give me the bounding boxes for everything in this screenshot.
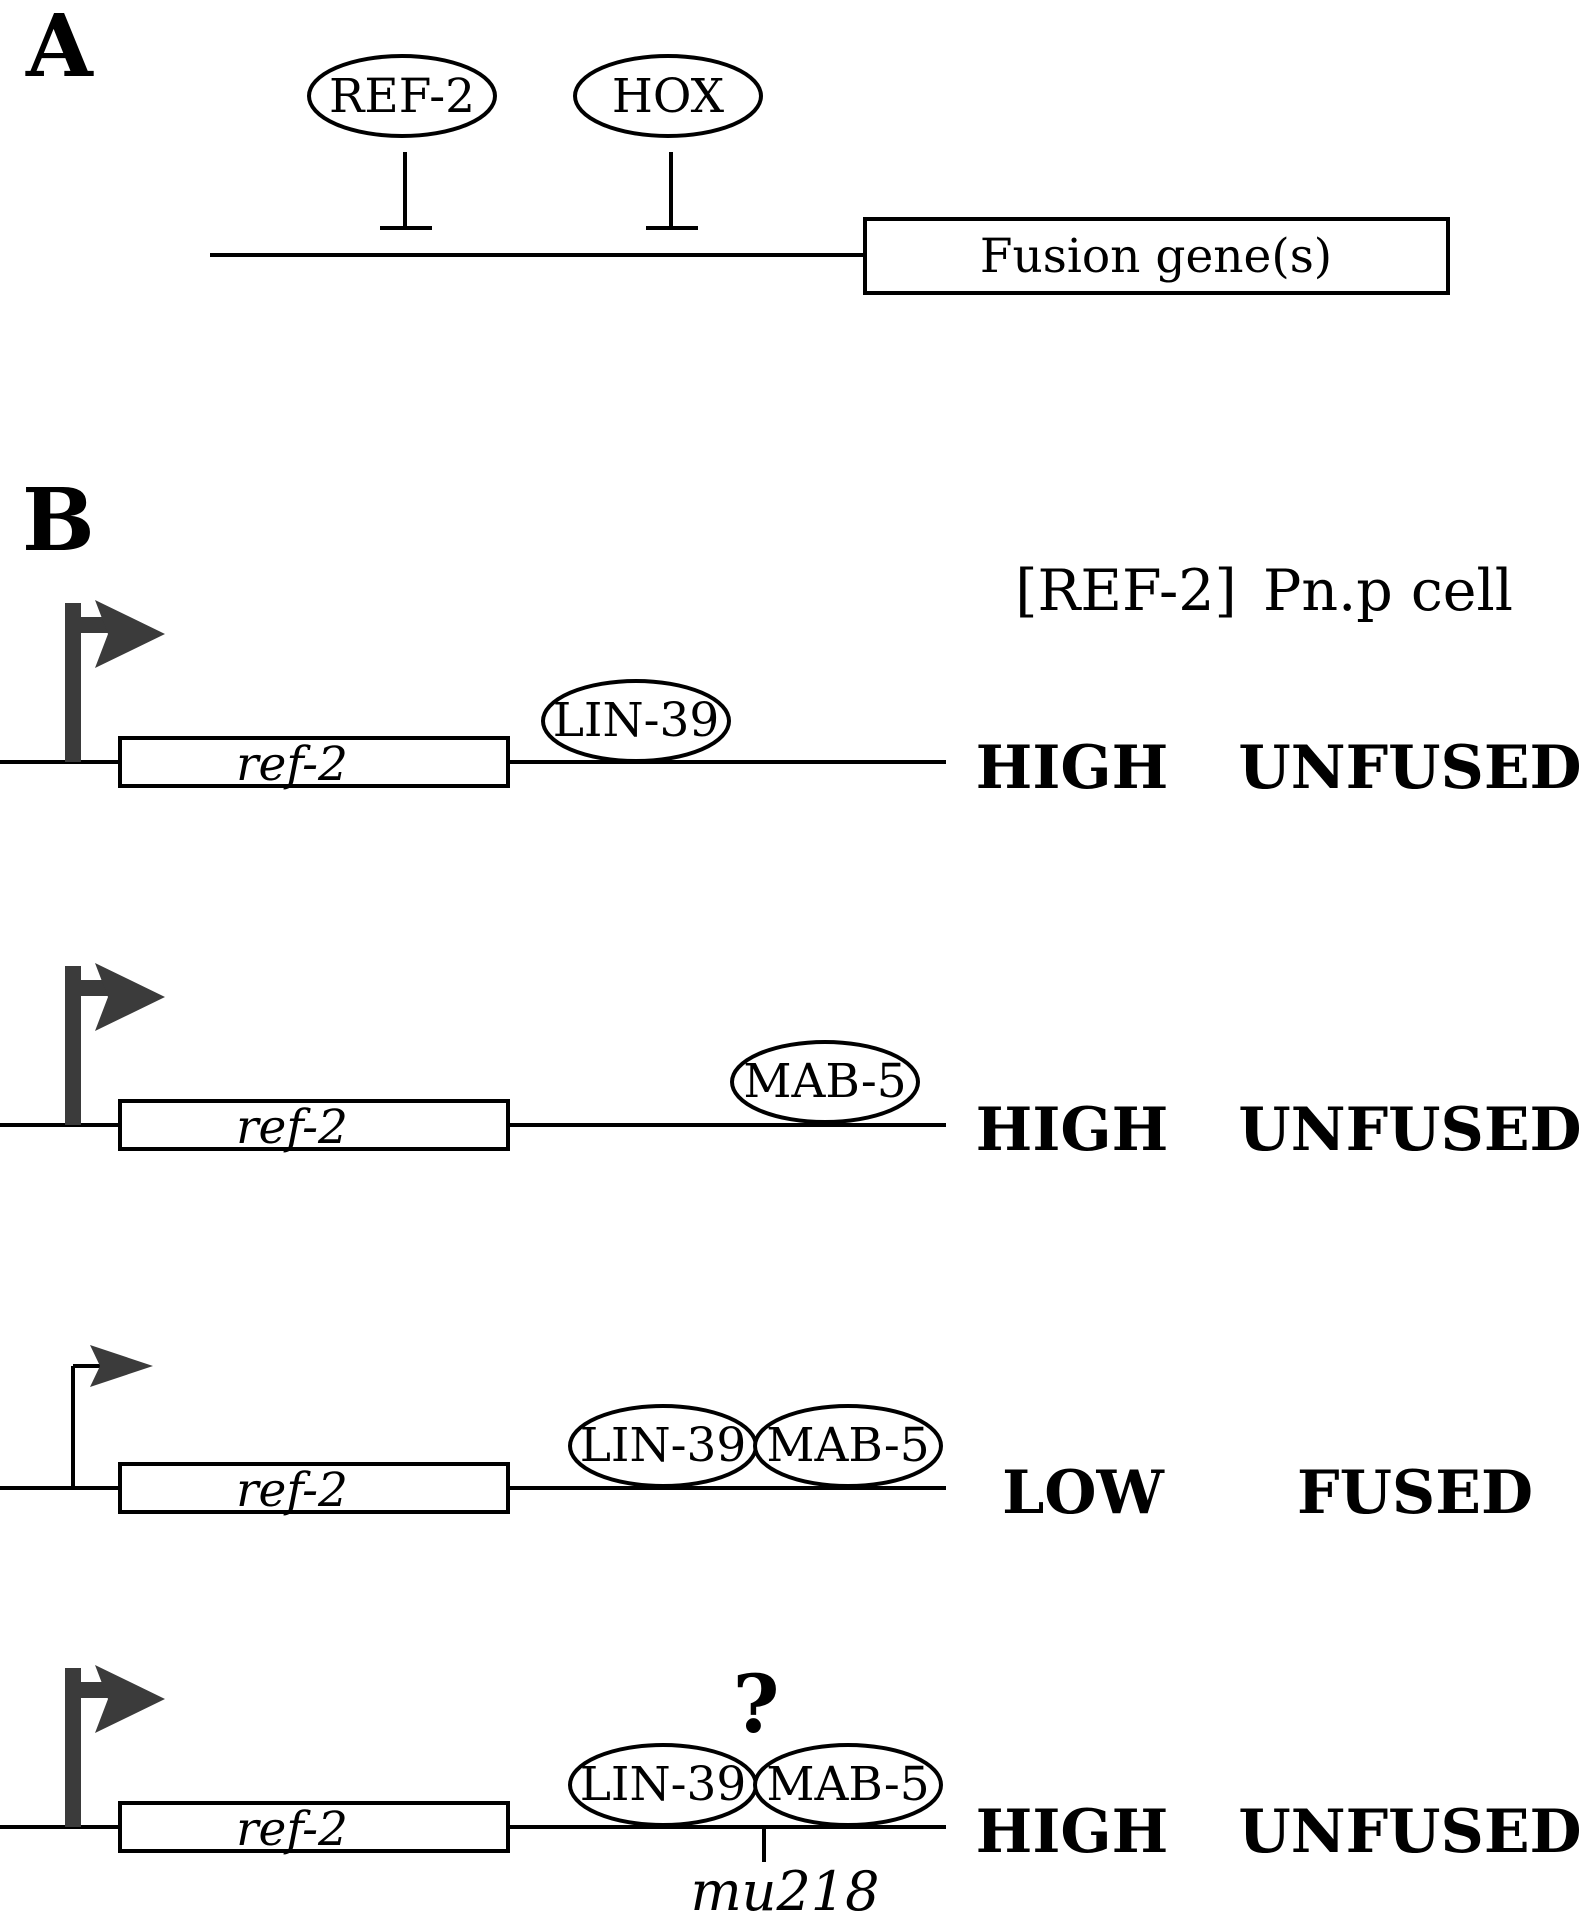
pnp-cell-header: Pn.p cell [1263, 558, 1513, 624]
panel-b-label: B [22, 470, 95, 571]
row-4-mab5-label: MAB-5 [766, 1757, 929, 1812]
row-2: ref-2 MAB-5 HIGH UNFUSED [0, 963, 1582, 1165]
row-3-lin39-label: LIN-39 [580, 1418, 747, 1473]
panel-b: B [REF-2] Pn.p cell ref-2 LIN-39 HIGH UN… [0, 470, 1582, 1920]
ref2-regulator-oval [307, 54, 497, 138]
ref2-regulator-label: REF-2 [329, 69, 475, 124]
row-4-mab5-oval [753, 1743, 943, 1827]
row-1-cell-state: UNFUSED [1238, 733, 1581, 803]
row-1-promoter-strong [65, 603, 81, 762]
row-3-mab5-label: MAB-5 [766, 1418, 929, 1473]
row-2-promoter-strong [65, 966, 81, 1125]
row-4-lin39-label: LIN-39 [580, 1757, 747, 1812]
panel-a: A REF-2 HOX Fusion gene(s) [25, 0, 1450, 295]
row-1-lin39-label: LIN-39 [553, 693, 720, 748]
row-2-mab5-oval [730, 1040, 920, 1124]
row-2-mab5-label: MAB-5 [743, 1054, 906, 1109]
row-3-ref2-gene-label: ref-2 [236, 1463, 348, 1518]
row-4-promoter-strong [65, 1668, 81, 1827]
hox-regulator-label: HOX [612, 69, 725, 124]
row-2-level: HIGH [976, 1095, 1169, 1165]
row-3-level: LOW [1002, 1458, 1165, 1528]
row-4-level: HIGH [976, 1797, 1169, 1867]
row-4-ref2-gene-label: ref-2 [236, 1802, 348, 1857]
panel-a-label: A [25, 0, 94, 97]
fusion-gene-box [863, 217, 1450, 295]
row-3-promoter-arrow-icon [90, 1345, 153, 1387]
row-1: ref-2 LIN-39 HIGH UNFUSED [0, 600, 1582, 803]
row-4: ref-2 LIN-39 MAB-5 ? mu218 HIGH UNFUSED [0, 1657, 1582, 1920]
row-3-mab5-oval [753, 1404, 943, 1488]
fusion-gene-label: Fusion gene(s) [980, 229, 1332, 284]
hox-regulator-oval [573, 54, 763, 138]
row-2-promoter-arrow-icon [95, 963, 165, 1031]
row-3: ref-2 LIN-39 MAB-5 LOW FUSED [0, 1345, 1533, 1528]
row-1-ref2-gene-box [118, 736, 510, 788]
row-3-ref2-gene-box [118, 1462, 510, 1514]
row-4-query-mark: ? [733, 1657, 780, 1751]
row-1-lin39-oval [541, 679, 731, 763]
row-1-ref2-gene-label: ref-2 [236, 737, 348, 792]
row-2-ref2-gene-label: ref-2 [236, 1100, 348, 1155]
row-4-cell-state: UNFUSED [1238, 1797, 1581, 1867]
row-1-promoter-arrow-icon [95, 600, 165, 668]
row-2-cell-state: UNFUSED [1238, 1095, 1581, 1165]
row-3-cell-state: FUSED [1297, 1458, 1533, 1528]
row-4-mutation-label: mu218 [690, 1860, 879, 1920]
row-4-promoter-arrow-icon [95, 1665, 165, 1733]
ref2-level-header: [REF-2] [1015, 558, 1237, 624]
row-1-level: HIGH [976, 733, 1169, 803]
row-4-ref2-gene-box [118, 1801, 510, 1853]
row-2-ref2-gene-box [118, 1099, 510, 1151]
